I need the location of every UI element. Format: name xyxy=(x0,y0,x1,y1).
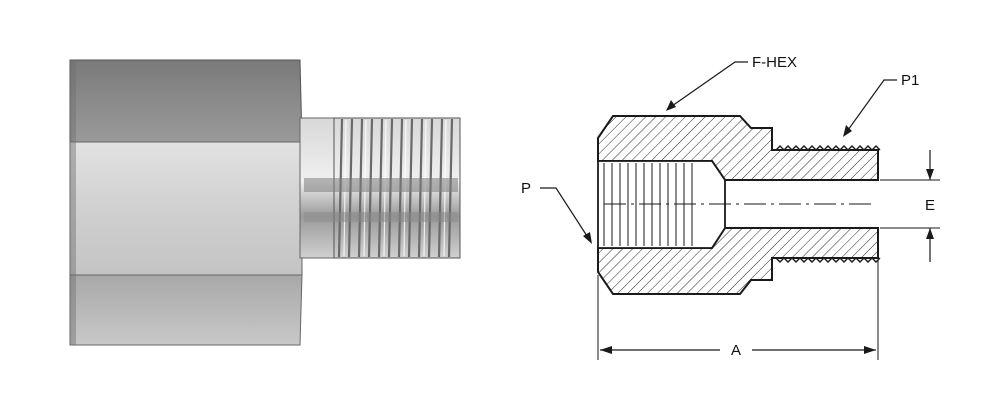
dimension-e: E xyxy=(925,150,935,262)
label-e: E xyxy=(925,197,935,214)
hex-top-face xyxy=(69,59,303,143)
leader-p: P xyxy=(521,180,592,244)
leader-f-hex: F-HEX xyxy=(666,54,797,111)
leader-p1: P1 xyxy=(843,72,919,137)
male-thread-top xyxy=(775,145,881,151)
dimension-a: A xyxy=(600,342,876,359)
adapter-photo xyxy=(69,59,461,346)
hex-middle-face xyxy=(69,141,303,276)
label-f-hex: F-HEX xyxy=(752,54,797,71)
label-p1: P1 xyxy=(901,72,919,89)
hex-bottom-face xyxy=(69,274,303,346)
section-drawing: A E F-HEX P1 P xyxy=(521,54,940,360)
label-p: P xyxy=(521,180,531,197)
male-thread-bottom xyxy=(775,257,881,263)
label-a: A xyxy=(731,342,741,359)
